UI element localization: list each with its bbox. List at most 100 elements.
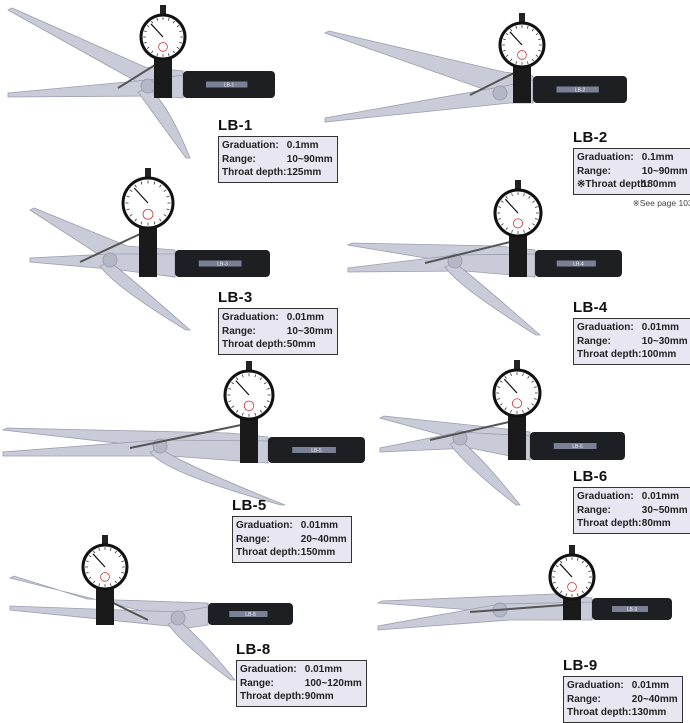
spec-row: Range: 20~40mm: [236, 533, 347, 547]
spec-row: Graduation: 0.1mm: [222, 139, 333, 153]
spec-row: Range: 10~30mm: [577, 335, 688, 349]
model-title: LB-2: [573, 129, 608, 146]
dial-tick: [585, 586, 589, 589]
dial-tick: [560, 560, 563, 564]
dial-tick: [118, 555, 122, 558]
spec-value: 10~90mm: [641, 165, 688, 177]
dial-tick: [523, 193, 525, 197]
dial-tick: [263, 405, 267, 409]
link-rod: [117, 64, 156, 89]
dial-tick: [515, 26, 518, 29]
spec-label: Throat depth:: [577, 349, 642, 360]
lower-arm: [347, 253, 536, 278]
dial-tick: [109, 583, 112, 586]
dial-tick: [254, 412, 257, 416]
dial-tick: [497, 398, 501, 400]
caliper-lb-4: LB-4: [346, 180, 622, 336]
dial-tick: [532, 223, 535, 226]
dial-holder: [154, 55, 172, 98]
dial-tick: [163, 214, 167, 217]
dial-tick: [505, 196, 508, 199]
dial-tick: [266, 400, 270, 403]
dial-tick: [538, 49, 541, 52]
dial-stem: [145, 168, 151, 178]
dial-tick: [528, 196, 531, 199]
dial-tick: [510, 28, 513, 32]
sub-dial: [100, 572, 110, 582]
lower-arm: [2, 439, 269, 464]
dial-tick: [153, 181, 156, 185]
dial-needle: [92, 553, 106, 568]
dial-tick: [134, 184, 137, 188]
spec-value: 10~30mm: [641, 335, 688, 347]
grip-label: LB-1: [224, 83, 235, 89]
spec-row: Range: 30~50mm: [577, 504, 688, 518]
pivot-icon: [102, 252, 118, 268]
dial-stem: [160, 5, 166, 15]
link-rod: [129, 424, 242, 449]
dial-tick: [144, 30, 147, 33]
dial-tick: [228, 400, 232, 403]
dial-tick: [98, 583, 101, 586]
dial-tick: [560, 590, 563, 594]
dial-tick: [588, 570, 591, 573]
dial-tick: [553, 581, 556, 584]
grip-label: LB-6: [572, 444, 583, 450]
dial-tick: [555, 586, 559, 589]
dial-tick: [511, 193, 513, 197]
spec-value: 100~120mm: [304, 677, 362, 689]
grip-label-plate: [556, 86, 599, 93]
dial-holder: [240, 415, 258, 463]
spec-label: Graduation:: [222, 312, 279, 323]
spec-label: Graduation:: [567, 680, 624, 691]
spec-label: Throat depth:: [577, 518, 642, 529]
spec-label: Throat depth:: [240, 691, 305, 702]
spec-value: 0.01mm: [641, 491, 680, 502]
spec-row: Throat depth: 80mm: [577, 517, 688, 531]
spec-label: Graduation:: [222, 140, 279, 151]
dial-tick: [167, 18, 170, 21]
dial-tick: [531, 28, 534, 32]
dial-tick: [522, 409, 524, 413]
spec-value: 130mm: [631, 707, 667, 718]
spec-row: Graduation: 0.01mm: [577, 490, 688, 504]
dial-tick: [121, 571, 124, 574]
dial-tick: [498, 218, 502, 220]
dial-tick: [228, 387, 232, 390]
sub-dial: [158, 42, 168, 52]
spec-row: Graduation: 0.01mm: [236, 519, 347, 533]
dial-tick: [534, 206, 538, 208]
spec-label: Range:: [240, 677, 274, 689]
spec-label: Throat depth:: [222, 167, 287, 178]
spec-label: Range:: [222, 325, 256, 337]
dial-needle: [150, 23, 164, 38]
dial-tick: [159, 184, 162, 188]
dial-tick: [588, 581, 591, 584]
dial-tick: [172, 50, 175, 54]
dial-tick: [129, 214, 133, 217]
grip-label-plate: [206, 81, 248, 88]
model-title: LB-1: [218, 117, 253, 134]
link-rod: [469, 72, 515, 96]
dial-holder: [508, 412, 526, 460]
dial-tick: [263, 381, 267, 385]
spec-value: 180mm: [641, 179, 677, 190]
dial-tick: [172, 20, 175, 24]
spec-label: Graduation:: [577, 322, 634, 333]
spec-label: Graduation:: [577, 491, 634, 502]
dial-tick: [88, 555, 92, 558]
dial-tick: [266, 387, 270, 390]
spec-value: 90mm: [304, 691, 334, 702]
spec-label: Throat depth:: [222, 339, 287, 350]
dial-tick: [179, 30, 182, 33]
caliper-lb-5: LB-5: [1, 361, 365, 506]
dial-tick: [510, 409, 512, 413]
dial-tick: [166, 195, 170, 198]
